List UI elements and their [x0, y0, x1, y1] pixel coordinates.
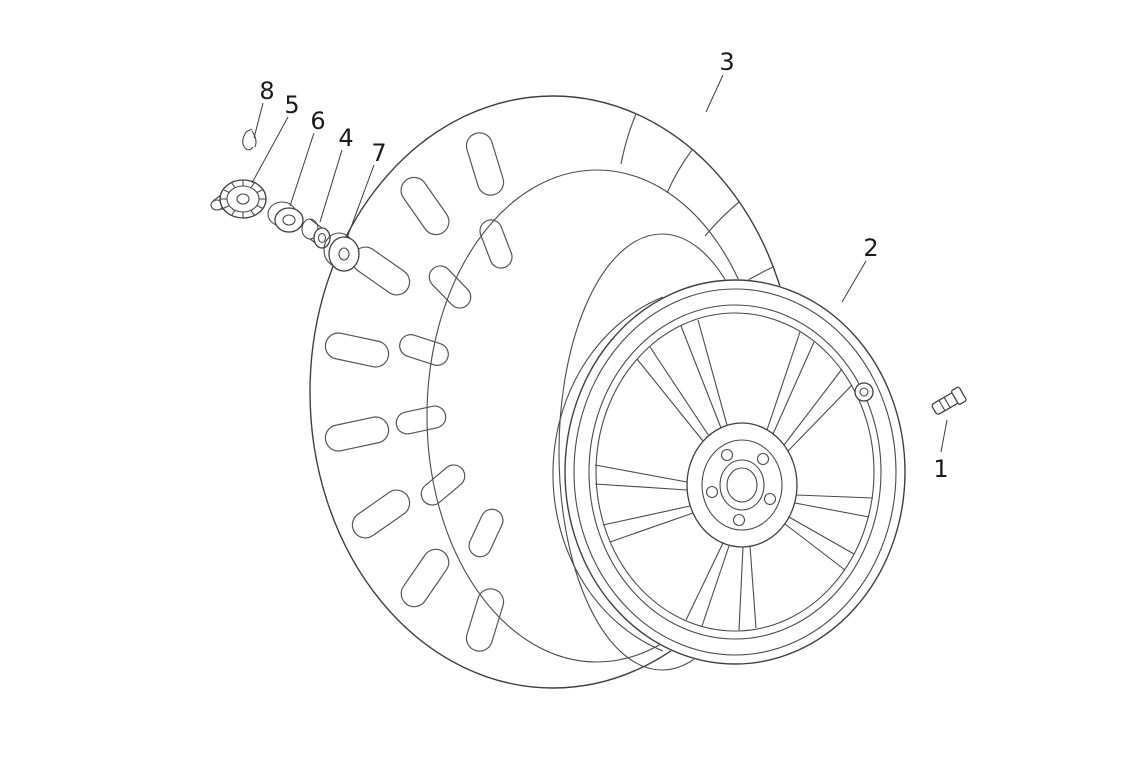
valve-stem: [931, 386, 967, 415]
tire-tread-inner-row: [395, 219, 513, 558]
part-label-7: 7: [371, 139, 386, 167]
washer-small: [267, 201, 304, 233]
part-label-5: 5: [284, 91, 299, 119]
washer-large: [323, 232, 360, 272]
leader-line-6: [289, 132, 315, 207]
leader-line-4: [319, 149, 343, 223]
part-label-2: 2: [863, 234, 878, 262]
part-label-3: 3: [719, 48, 734, 76]
retaining-clip: [242, 128, 257, 151]
leader-line-2: [841, 260, 867, 303]
hub-nut: [210, 179, 267, 219]
part-labels: 8 5 6 4 7 3 2 1: [259, 48, 948, 483]
tire: [309, 95, 797, 689]
part-label-8: 8: [259, 77, 274, 105]
rim-hub: [686, 422, 798, 548]
part-label-6: 6: [310, 107, 325, 135]
part-label-1: 1: [933, 455, 948, 483]
leader-line-8: [253, 102, 264, 139]
leader-lines: [251, 74, 948, 453]
leader-line-5: [251, 116, 289, 184]
leader-line-1: [940, 419, 948, 453]
hub-nut-serrations: [220, 180, 266, 218]
tire-tread-outer-row: [324, 132, 505, 652]
rim-valve-hole: [854, 382, 874, 402]
spacer-bushing: [301, 218, 331, 249]
wheel-rim: [552, 279, 906, 665]
leader-line-7: [346, 164, 375, 239]
rim-spokes: [594, 319, 874, 631]
leader-line-3: [705, 74, 724, 113]
part-label-4: 4: [338, 124, 353, 152]
